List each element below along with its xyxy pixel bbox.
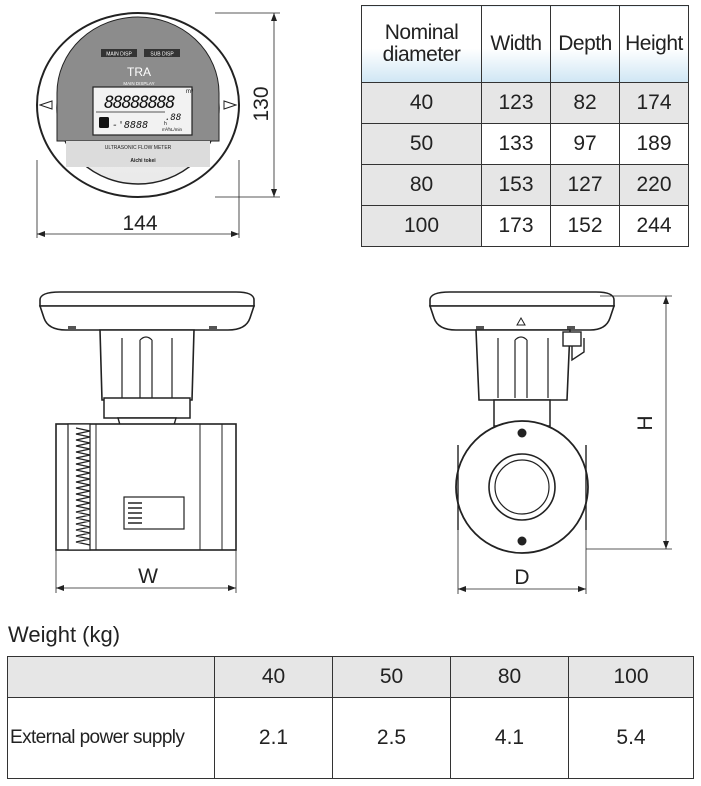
d-bolt-bottom: [517, 536, 527, 546]
cell-width: 153: [481, 164, 551, 206]
model-name: TRA: [127, 65, 151, 79]
d-bore-inner: [494, 459, 550, 515]
weight-row-label: External power supply: [7, 697, 215, 779]
lcd-unit-rate: m³/hL/min: [162, 127, 183, 132]
dim-h-label: H: [634, 415, 657, 430]
weight-header-row: 40 50 80 100: [7, 656, 694, 698]
d-neck-center: [514, 336, 528, 398]
d-head-notch-r: [567, 326, 575, 330]
d-bolt-top: [517, 428, 527, 438]
weight-header-100: 100: [568, 656, 694, 698]
right-notch: [223, 100, 238, 110]
weight-header-50: 50: [332, 656, 451, 698]
cell-width: 173: [481, 205, 551, 247]
w-label-lines: [128, 502, 142, 524]
front-view: MAIN DISP SUB DISP TRA MAIN DISPLAY 8888…: [36, 12, 280, 238]
d-cable-gland: [562, 331, 582, 347]
lcd-window: [92, 86, 193, 136]
badge-main-disp-text: MAIN DISP: [106, 52, 132, 58]
dim-d-label: D: [514, 566, 529, 589]
cell-depth: 97: [550, 123, 620, 165]
weight-value-50: 2.5: [332, 697, 451, 779]
d-cable: [571, 338, 585, 362]
dim-w-arrow-l: [56, 585, 64, 591]
dim-h-arrow-b: [663, 541, 669, 549]
cell-depth: 82: [550, 82, 620, 124]
table-row: 40 123 82 174: [361, 82, 689, 124]
lcd-main-digits: 88888888: [104, 93, 175, 113]
w-collar: [103, 397, 191, 419]
side-view-depth: D H: [428, 291, 672, 594]
table-row: 80 153 127 220: [361, 164, 689, 206]
weight-value-80: 4.1: [450, 697, 569, 779]
dim-d-arrow-l: [458, 586, 466, 592]
table-row: 50 133 97 189: [361, 123, 689, 165]
side-view-width: W: [38, 291, 256, 593]
dim-130-label: 130: [250, 86, 273, 121]
lcd-small-digits: .88: [165, 113, 181, 123]
brand-logo: Aichi tokei: [130, 158, 156, 164]
header-depth: Depth: [550, 5, 620, 83]
dim-144-arrow-r: [231, 231, 239, 237]
d-head-notch-l: [476, 326, 484, 330]
front-lower-panel: [66, 141, 210, 167]
lcd-unit-small: h: [164, 121, 167, 127]
table-row: 100 173 152 244: [361, 205, 689, 247]
badge-sub-disp: [144, 49, 180, 57]
d-head-mark: [516, 316, 526, 326]
badge-sub-disp-text: SUB DISP: [150, 52, 174, 58]
cell-diameter: 40: [361, 82, 482, 124]
d-head-bottom: [428, 305, 616, 331]
dim-130-arrow-t: [271, 13, 277, 21]
weight-value-row: External power supply 2.1 2.5 4.1 5.4: [7, 697, 694, 779]
weight-table: 40 50 80 100 External power supply 2.1 2…: [7, 656, 694, 779]
w-neck-center: [139, 336, 153, 398]
w-head-notch-l: [68, 326, 76, 330]
cell-height: 244: [619, 205, 689, 247]
dim-w-arrow-r: [228, 585, 236, 591]
w-head-notch-r: [209, 326, 217, 330]
cell-depth: 127: [550, 164, 620, 206]
w-head-bottom: [38, 305, 256, 331]
dim-w-label: W: [138, 565, 158, 588]
weight-title: Weight (kg): [8, 622, 121, 647]
product-label: ULTRASONIC FLOW METER: [105, 145, 172, 151]
weight-header-40: 40: [214, 656, 333, 698]
header-height: Height: [619, 5, 689, 83]
lcd-unit-m3: m³: [186, 89, 193, 95]
d-neck: [475, 329, 571, 401]
d-head-top: [429, 291, 615, 307]
weight-header-blank: [7, 656, 215, 698]
lcd-indicator: [99, 117, 109, 128]
header-width: Width: [481, 5, 551, 83]
cell-width: 133: [481, 123, 551, 165]
weight-value-40: 2.1: [214, 697, 333, 779]
weight-header-80: 80: [450, 656, 569, 698]
dim-144-arrow-l: [37, 231, 45, 237]
dim-d-arrow-r: [578, 586, 586, 592]
w-neck: [99, 329, 195, 401]
cell-depth: 152: [550, 205, 620, 247]
cell-diameter: 100: [361, 205, 482, 247]
main-display-label: MAIN DISPLAY: [123, 81, 154, 86]
cell-width: 123: [481, 82, 551, 124]
dim-144-label: 144: [122, 212, 157, 235]
dim-h-arrow-t: [663, 296, 669, 304]
badge-main-disp: [101, 49, 137, 57]
w-flange-teeth: [75, 427, 91, 546]
cell-height: 220: [619, 164, 689, 206]
cell-height: 174: [619, 82, 689, 124]
cell-diameter: 80: [361, 164, 482, 206]
cell-height: 189: [619, 123, 689, 165]
lcd-sub-digits: -'8888: [112, 120, 148, 131]
weight-value-100: 5.4: [568, 697, 694, 779]
dim-130-arrow-b: [271, 189, 277, 197]
w-head-top: [39, 291, 255, 307]
cell-diameter: 50: [361, 123, 482, 165]
left-notch: [38, 100, 53, 110]
